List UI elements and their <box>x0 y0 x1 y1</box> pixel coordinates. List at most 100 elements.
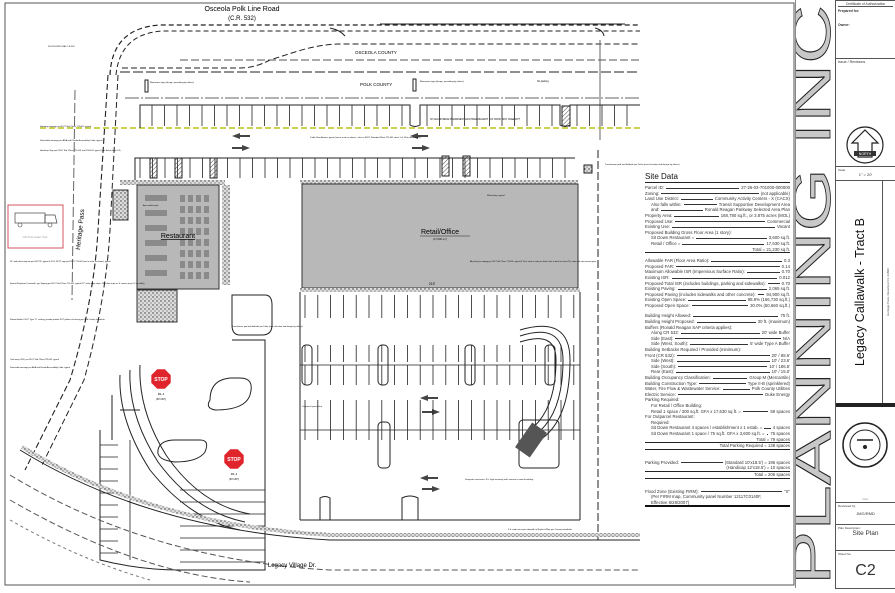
site-data-row: Building Setbacks Required / Provided (m… <box>645 347 790 353</box>
site-data-row: Flood Zone (Existing FIRM):"X" <box>645 489 790 495</box>
site-data-row: Existing Open Space:98.8% (166,730 sq.ft… <box>645 297 790 303</box>
site-data-value: 2,065 sq.ft. <box>768 286 790 292</box>
parking-row-north <box>139 104 640 128</box>
north-arrow-icon: NORTH <box>846 126 884 164</box>
restaurant-label: Restaurant <box>161 233 195 240</box>
site-data-key: Building Construction Type: <box>645 380 698 386</box>
scale-value: 1" = 20' <box>858 172 873 177</box>
site-data-key: Sit Down Restaurant 4 spaces / establish… <box>651 425 763 431</box>
site-data-row: (Per FIRM map, Community panel Number 12… <box>645 494 790 500</box>
site-data-key: Existing ISR: <box>645 274 670 280</box>
sidewalk-north-restaurant <box>120 180 225 185</box>
note-traffic-flow-arrows: Traffic Flow Arrows, typical (not to sca… <box>310 136 421 139</box>
site-data-row: Parking Provided:(Standard 10'x18.5') = … <box>645 460 790 466</box>
scale-label: Scale: <box>838 168 846 172</box>
leader-line <box>764 425 771 429</box>
site-data-value: (Standard 10'x18.5') = 196 spaces <box>724 459 790 465</box>
leader-line <box>766 431 769 435</box>
site-data-row: (Handicap 12'x18.5') = 10 spaces <box>645 465 790 472</box>
site-data-value: 0.012 <box>779 274 790 280</box>
site-data-key: Proposed FAR: <box>645 263 675 269</box>
site-data-value: Transit Supportive Development Area <box>718 201 790 207</box>
site-data-value: Type II-B (sprinklered) <box>747 380 790 386</box>
restaurant-fixture <box>145 210 167 216</box>
site-data-row: Total = 79 spaces <box>645 437 790 444</box>
issue-revisions-label: Issue / Revisions <box>838 60 866 64</box>
svg-text:STOP: STOP <box>154 377 168 383</box>
site-data-value: 5' wide Type A Buffer <box>750 341 790 347</box>
leader-line <box>757 292 765 296</box>
retail-area-label: (17,630 s.f.) <box>433 237 447 241</box>
site-data-row: Existing Use:Vacant <box>645 224 790 230</box>
site-data-value: 30 ft. (maximum) <box>757 319 790 325</box>
traffic-flow-arrows <box>232 133 440 492</box>
leader-line <box>661 207 703 211</box>
site-data-value: Community Activity Centers - X (CACX) <box>714 196 790 202</box>
restaurant-fixture <box>196 217 201 224</box>
restaurant-fixture <box>188 228 193 235</box>
county-label-osceola: OSCEOLA COUNTY <box>355 50 397 55</box>
note-sidewalk: 6 ft. wide concrete sidewalk in Right-of… <box>508 528 573 531</box>
monument-sign-west <box>144 79 149 93</box>
site-data-row: Parcel ID:27-26-03-701000-000000 <box>645 185 790 191</box>
restaurant-fixture <box>204 272 209 279</box>
site-data-key: Side (West): <box>651 358 675 364</box>
restaurant-fixture <box>188 250 193 257</box>
site-data-key: Maximum Allowable ISR (Impervious Surfac… <box>645 269 745 275</box>
note-striping: All parking lot striping per FDOT Std. P… <box>470 260 597 263</box>
site-data-value: 0.70 <box>781 280 790 286</box>
site-data-row: Front (CR 532):20' / 88.6' <box>645 353 790 359</box>
site-data-value: 94,900 sq.ft. <box>766 291 790 297</box>
site-data-row: Effective 8/28/2007) <box>645 500 790 508</box>
site-data-key: Proposed Total ISR (includes buildings, … <box>645 280 766 286</box>
site-data-key: Side (West, South): <box>651 341 689 347</box>
site-data-value: 20' / 88.6' <box>771 352 790 358</box>
engineer-seal <box>842 422 888 468</box>
stop-sign-size-south: (30"x30") <box>229 478 239 481</box>
monument-sign-east <box>412 78 417 92</box>
site-data-value: 10' / 23.6' <box>771 358 790 364</box>
sidewalk-north-retail <box>300 180 578 184</box>
leader-line <box>680 196 713 200</box>
leader-line <box>665 185 740 189</box>
svg-text:STOP: STOP <box>227 457 241 463</box>
leader-line <box>661 191 759 195</box>
site-data-key: Building Occupancy Classification: <box>645 375 711 380</box>
osceola-polk-line-road <box>109 23 640 140</box>
site-data-key: Side (East): <box>651 335 674 341</box>
note-wheelstop: Wheelstop, typical <box>487 194 505 197</box>
leader-line <box>676 264 780 268</box>
leader-line <box>671 275 778 279</box>
restaurant-fixture <box>145 240 167 246</box>
restaurant-fixture <box>188 195 193 202</box>
leader-line <box>696 235 767 239</box>
site-data-row: Buffers (Ronald Reagan SAP criteria appl… <box>645 325 790 331</box>
note-raised-divider: Raised divider, FDOT Type "D" curbing, p… <box>10 318 105 321</box>
restaurant-fixture <box>145 195 167 201</box>
site-data-row: Building Occupancy Classification:Group … <box>645 375 790 381</box>
note-easement: 30' GULFSTREAM PERMANENT GAS PIPELINE ES… <box>430 118 521 121</box>
site-data-key: Sit Down Restaurant 1 space / 75 sq.ft. … <box>651 430 765 436</box>
site-data-row: Proposed FAR:0.14 <box>645 264 790 270</box>
note-stop-bar: 24" wide white stop bar per MUTCD, typic… <box>10 260 111 263</box>
restaurant-fixture <box>196 228 201 235</box>
leader-line <box>682 241 765 245</box>
site-data-key: Effective 8/28/2007) <box>651 499 690 505</box>
leader-line <box>722 386 750 390</box>
stop-sign-south: STOP R1-1 (30"x30") <box>223 448 245 481</box>
note-accessible-path: Accessible path <box>143 204 159 207</box>
site-data-row: Sit Down Restaurant 1 space / 75 sq.ft. … <box>645 431 790 437</box>
site-data-row: and:Ronald Reagan Parkway Selected Area … <box>645 207 790 213</box>
site-data-value: 17,630 sq.ft. <box>766 240 790 246</box>
leader-line <box>678 364 768 368</box>
site-data-value: 0.70 <box>781 269 790 275</box>
site-data-value: Polk County Utilities <box>751 386 790 392</box>
leader-line <box>696 319 756 323</box>
site-data-row: Property Area:168,780 sq.ft., or 3.875 a… <box>645 213 790 219</box>
note-detectable-warning: Detectable warnings per ADA and Florida … <box>40 139 103 142</box>
restaurant-fixture <box>196 206 201 213</box>
restaurant-fixture <box>204 195 209 202</box>
site-data-key: Allowable FAR (Floor Area Ratio): <box>645 258 710 264</box>
site-data-value: 3,600 sq.ft. <box>768 235 790 241</box>
site-data-row: Land Use District:Community Activity Cen… <box>645 196 790 202</box>
